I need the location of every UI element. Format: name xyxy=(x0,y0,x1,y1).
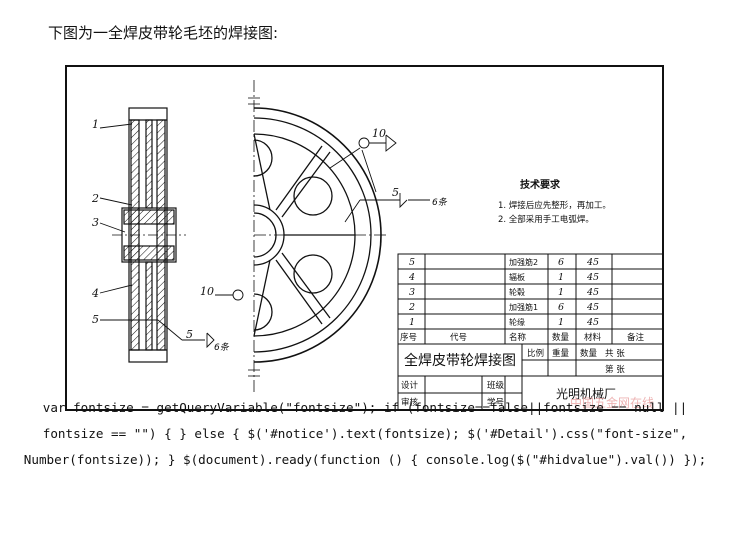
drawing-frame xyxy=(65,65,664,411)
callout-1: 1 xyxy=(92,118,99,131)
code-snippet: var fontsize = getQueryVariable("fontsiz… xyxy=(23,400,707,467)
student-no-label: 学号 xyxy=(487,397,504,408)
bom-row-3-qty: 1 xyxy=(558,287,564,298)
sheets-total: 共 张 xyxy=(605,349,625,359)
bom-row-4-material: 45 xyxy=(586,302,599,313)
bom-row-3-name: 轮毂 xyxy=(509,287,525,297)
bom-text: 5 4 3 2 1 6 1 1 6 1 45 45 45 45 45 加强筋2 … xyxy=(400,257,645,343)
bom-row-1-name: 加强筋2 xyxy=(509,257,538,267)
scale-label: 比例 xyxy=(527,348,544,359)
bom-row-4-name: 加强筋1 xyxy=(509,302,538,312)
bom-row-4-qty: 6 xyxy=(558,302,564,313)
bom-row-5-name: 轮缘 xyxy=(509,317,525,327)
bom-row-1-no: 5 xyxy=(409,257,415,268)
weld-b-number: 5 xyxy=(392,186,399,199)
bom-row-2-qty: 1 xyxy=(558,272,564,283)
callout-5: 5 xyxy=(92,313,99,326)
drawing-svg: 1 2 3 4 5 5 6条 xyxy=(65,65,664,411)
bom-header-qty: 数量 xyxy=(552,332,570,343)
tech-item-1: 1. 焊接后应先整形，再加工。 xyxy=(498,200,611,211)
weld-c-note: 6条 xyxy=(214,342,230,353)
bom-row-2-no: 4 xyxy=(408,272,415,283)
watermark: 中国五金网在线 xyxy=(570,396,655,410)
weld-d-number: 10 xyxy=(200,285,214,298)
callout-2: 2 xyxy=(91,192,99,205)
weld-c-number: 5 xyxy=(186,328,193,341)
class-label: 班级 xyxy=(487,380,505,391)
tech-requirements: 技术要求 1. 焊接后应先整形，再加工。 2. 全部采用手工电弧焊。 xyxy=(498,178,611,225)
callout-labels: 1 2 3 4 5 5 6条 xyxy=(91,118,230,353)
weld-symbols-front xyxy=(215,134,430,301)
bom-row-2-material: 45 xyxy=(586,272,599,283)
callout-3: 3 xyxy=(92,216,99,229)
weight-label: 重量 xyxy=(552,348,570,359)
bom-table xyxy=(397,253,664,345)
qty-label: 数量 xyxy=(580,348,598,359)
bom-header-name: 名称 xyxy=(509,332,527,343)
bom-row-5-qty: 1 xyxy=(558,317,564,328)
bom-header-material: 材料 xyxy=(584,332,602,343)
section-view xyxy=(112,107,186,363)
bom-header-note: 备注 xyxy=(627,332,645,343)
bom-row-5-no: 1 xyxy=(409,317,415,328)
bom-row-5-material: 45 xyxy=(586,317,599,328)
weld-b-note: 6条 xyxy=(432,197,448,208)
company-name: 光明机械厂 xyxy=(556,386,616,401)
bom-row-3-material: 45 xyxy=(586,287,599,298)
bom-row-1-qty: 6 xyxy=(558,257,564,268)
bom-header-no: 序号 xyxy=(400,332,417,343)
weld-a-number: 10 xyxy=(372,127,386,140)
title-block-text: 全焊皮带轮焊接图 比例 重量 数量 共 张 第 张 设计 审核 班级 学号 光明… xyxy=(401,348,625,408)
welding-drawing: 1 2 3 4 5 5 6条 xyxy=(65,65,664,411)
bom-row-4-no: 2 xyxy=(408,302,415,313)
front-view xyxy=(248,80,388,395)
callout-4: 4 xyxy=(91,287,99,300)
review-label: 审核 xyxy=(401,397,419,408)
title-block xyxy=(397,343,664,411)
caption: 下图为一全焊皮带轮毛坯的焊接图: xyxy=(48,24,279,42)
bom-header-code: 代号 xyxy=(450,332,467,343)
design-label: 设计 xyxy=(401,380,419,391)
callout-leaders xyxy=(99,123,215,349)
sheet-no: 第 张 xyxy=(605,364,625,375)
drawing-title: 全焊皮带轮焊接图 xyxy=(404,352,516,369)
code-text: var fontsize = getQueryVariable("fontsiz… xyxy=(20,395,710,473)
bom-row-1-material: 45 xyxy=(586,257,599,268)
tech-item-2: 2. 全部采用手工电弧焊。 xyxy=(498,214,594,225)
bom-row-3-no: 3 xyxy=(409,287,415,298)
bom-row-2-name: 辐板 xyxy=(509,272,525,282)
tech-title: 技术要求 xyxy=(520,178,561,191)
